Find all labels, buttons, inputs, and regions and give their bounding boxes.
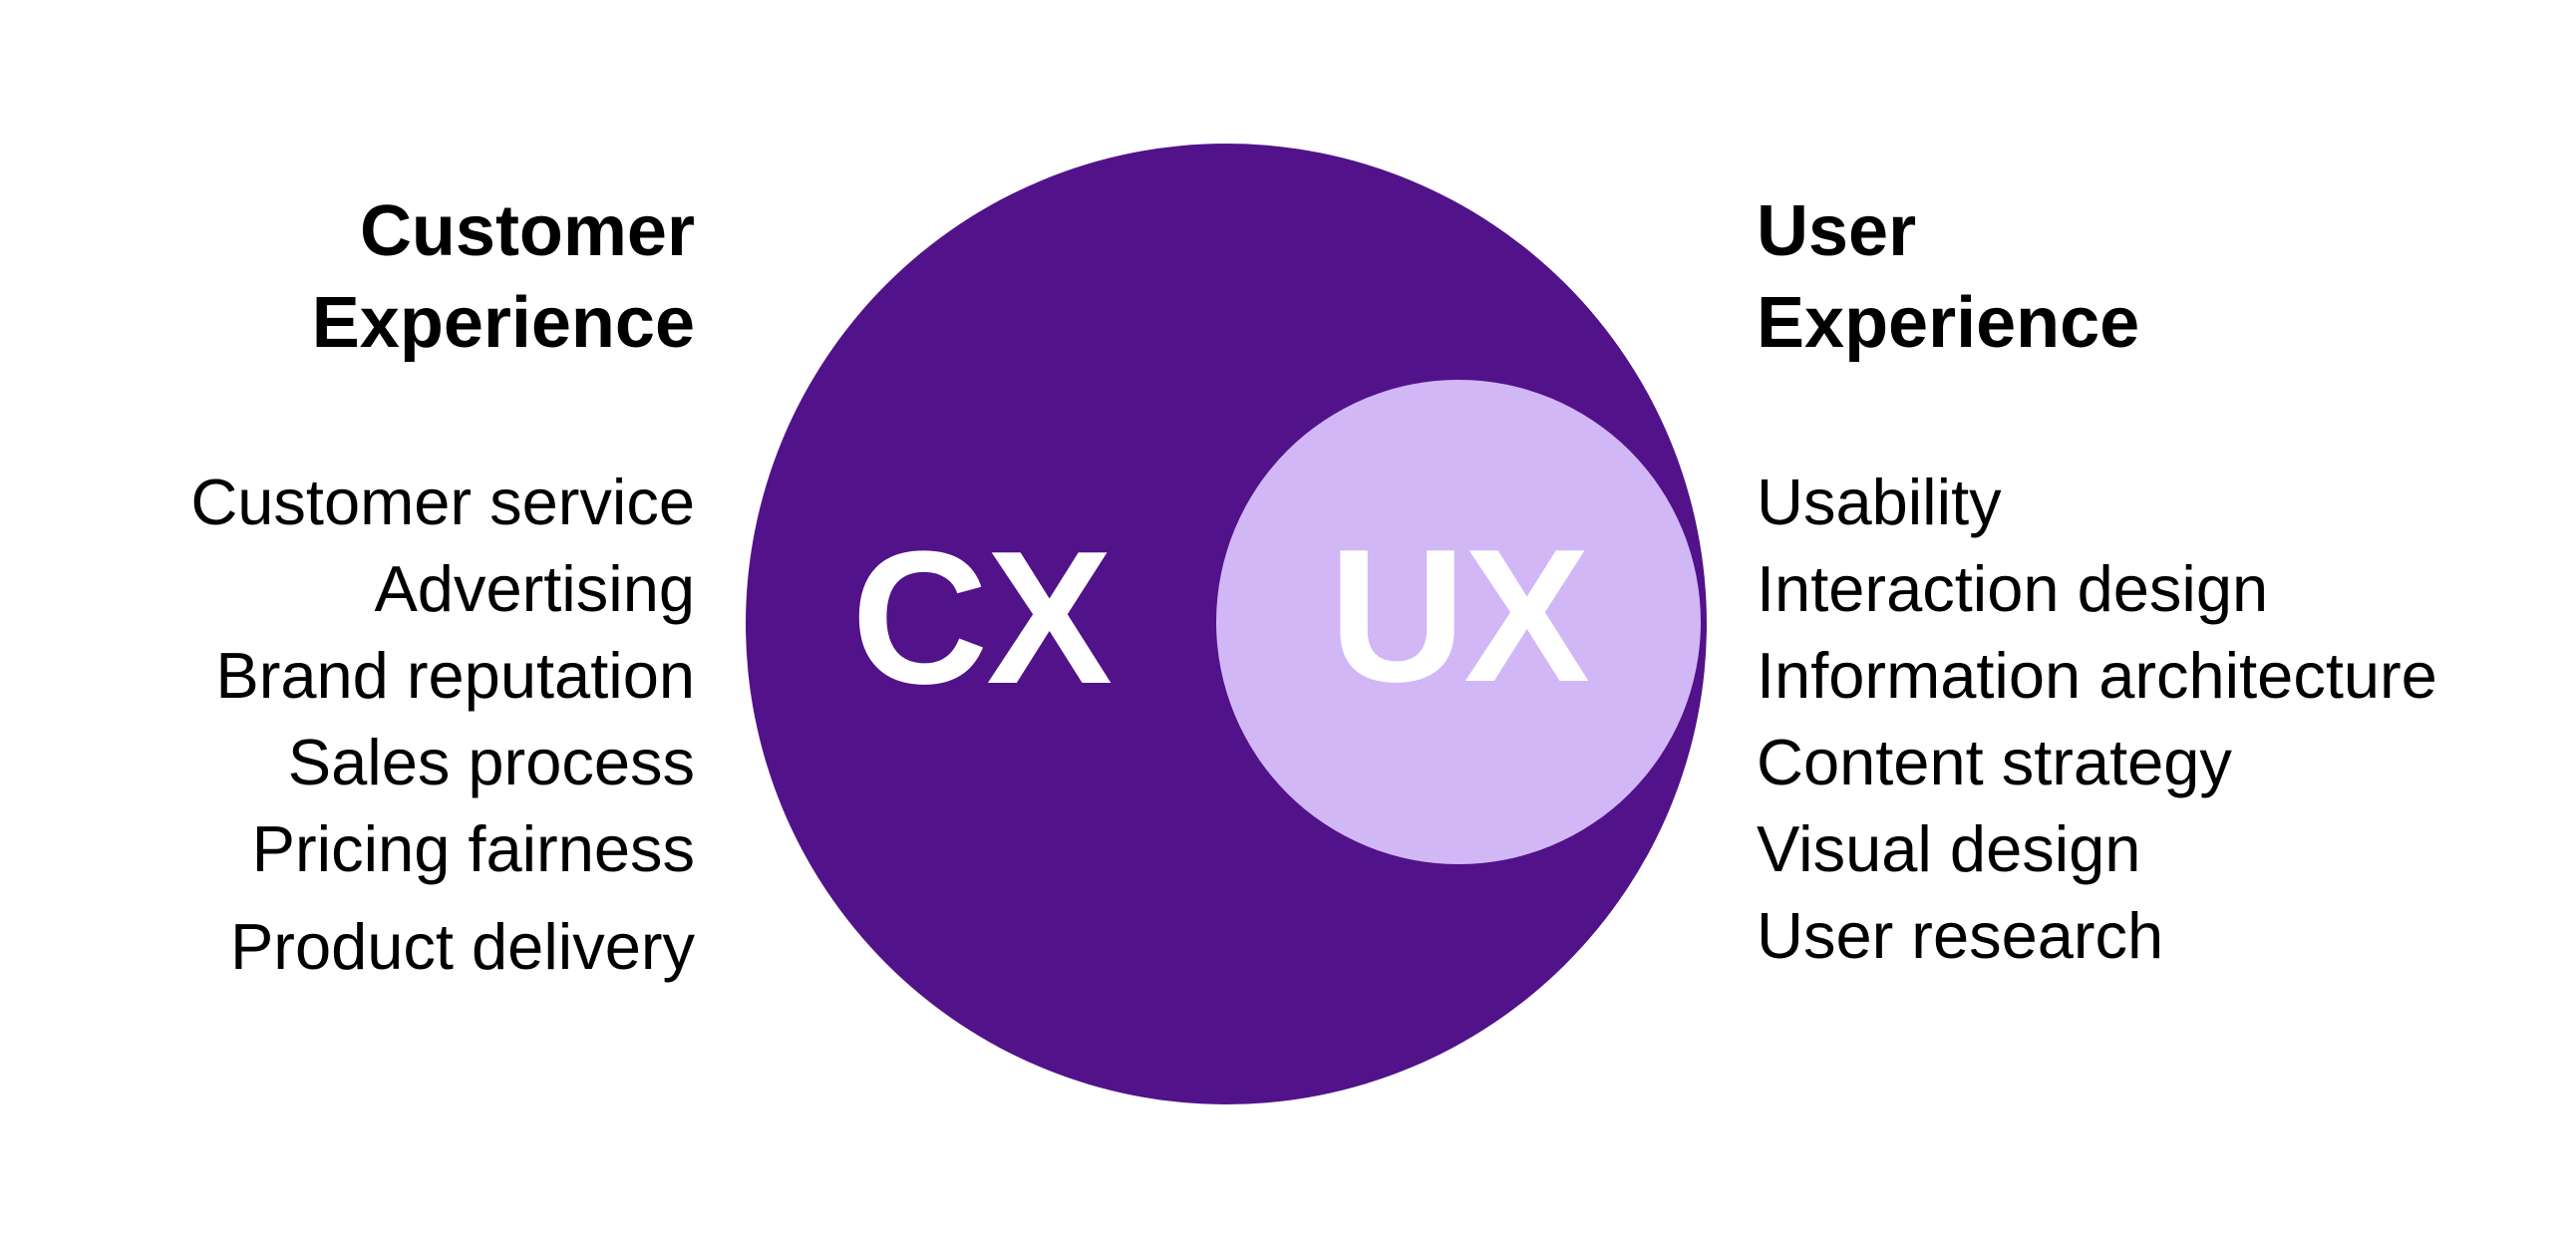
ux-aspects-list: Usability Interaction design Information… [1757,459,2576,979]
list-item: Content strategy [1757,726,2232,798]
heading-line: Customer [359,191,695,271]
list-item: Customer service [190,466,695,538]
ux-circle [1216,380,1701,864]
customer-experience-heading: Customer Experience [0,185,695,369]
list-item: Sales process [287,726,695,798]
heading-line: Experience [1757,283,2140,363]
list-item: Product delivery [229,910,695,983]
list-item: Advertising [374,552,695,625]
list-item: User research [1757,899,2164,972]
list-item: Information architecture [1757,639,2437,712]
cx-aspects-list: Customer service Advertising Brand reput… [0,459,695,990]
list-item: Interaction design [1757,552,2269,625]
user-experience-heading: User Experience [1757,185,2574,369]
list-item: Brand reputation [215,639,695,712]
heading-line: User [1757,191,1917,271]
heading-line: Experience [311,283,695,363]
list-item: Visual design [1757,812,2141,885]
list-item: Usability [1757,466,2002,538]
list-item: Pricing fairness [251,812,695,885]
